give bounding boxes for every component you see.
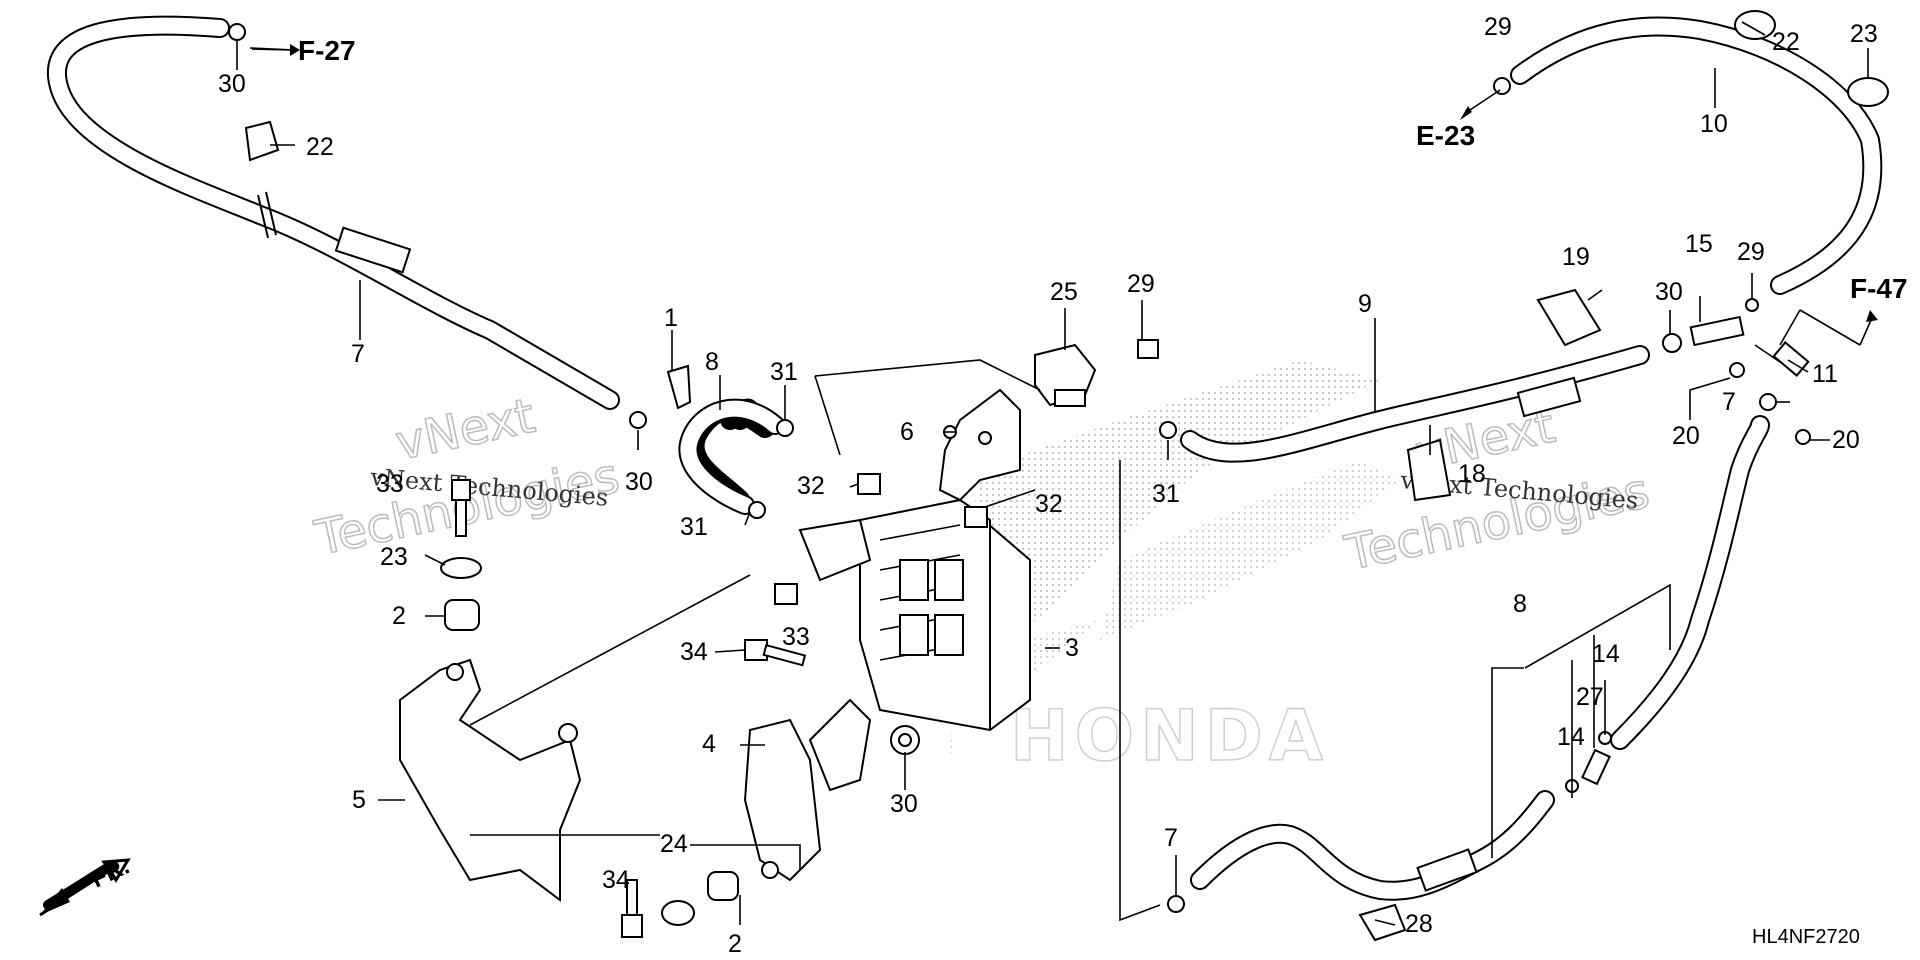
bolt-32-c	[774, 583, 798, 605]
callout-28: 30	[1655, 278, 1683, 306]
callout-11: 9	[1358, 290, 1372, 318]
callout-8: 8	[1513, 590, 1527, 618]
clip-20-b	[1795, 429, 1811, 445]
bolt-25	[1137, 339, 1159, 359]
callout-1: 1	[664, 304, 678, 332]
joint-15	[1689, 315, 1745, 347]
callout-31-right: 31	[1152, 480, 1180, 508]
clip-31-c	[1159, 421, 1177, 439]
callout-4: 4	[702, 730, 716, 758]
joint-13	[1772, 341, 1810, 377]
bolt-34	[744, 639, 807, 667]
callout-12: 10	[1700, 110, 1728, 138]
clamp-22-a	[1734, 10, 1776, 40]
callout-30-top: 30	[218, 70, 246, 98]
callout-24: 28	[1405, 910, 1433, 938]
callout-14-right: 14	[1592, 640, 1620, 668]
reference-labels: F-27 E-23 F-47	[251, 35, 1908, 322]
callout-15: 15	[1685, 230, 1713, 258]
clip-7-a	[1759, 393, 1777, 411]
callout-7-bottom: 7	[1164, 824, 1178, 852]
hose-11	[1180, 345, 1650, 463]
bolt-32-a	[857, 473, 881, 495]
valve-16	[1034, 343, 1097, 407]
callout-13: 11	[1812, 360, 1838, 388]
callout-14-left: 14	[1557, 723, 1585, 751]
washer-17-top	[440, 557, 482, 579]
front-arrow: FR.	[39, 853, 134, 917]
callout-33-top: 33	[376, 470, 404, 498]
watermark-left: vNext Technologies vNext Technologies	[309, 387, 625, 568]
callout-9: 7	[351, 340, 365, 368]
washer-17-bottom	[661, 900, 695, 926]
clip-29	[1493, 77, 1511, 95]
callout-22-left: 22	[1772, 28, 1800, 56]
callout-17-top: 23	[380, 543, 408, 571]
joint-23	[1581, 748, 1611, 786]
callout-26: 30	[890, 790, 918, 818]
callout-34: 34	[680, 638, 708, 666]
callout-17-bottom: 24	[660, 830, 688, 858]
callout-22-right: 23	[1850, 20, 1878, 48]
callout-32-right: 32	[1035, 490, 1063, 518]
clip-21	[244, 120, 280, 162]
callout-16: 25	[1050, 278, 1078, 306]
canister-3	[798, 498, 1031, 732]
callout-25: 29	[1127, 270, 1155, 298]
clip-30-a	[228, 23, 246, 41]
callout-21: 22	[306, 133, 334, 161]
grommet-2-top	[444, 599, 480, 631]
callout-23: 27	[1576, 683, 1604, 711]
clip-20-a	[1729, 362, 1745, 378]
clip-7-b	[1167, 895, 1185, 913]
nut-26	[890, 725, 920, 755]
clip-31-b	[748, 501, 766, 519]
bolt-32-b	[964, 506, 988, 528]
ref-e23: E-23	[1416, 120, 1475, 151]
callouts: 7 1 8 31 30 31 32 32 33 6 25 29 9 10 31 …	[218, 13, 1878, 958]
callout-32-left: 32	[797, 472, 825, 500]
bolt-33-bottom	[621, 879, 643, 938]
callout-20-right: 20	[1832, 426, 1860, 454]
callout-20-left: 20	[1672, 422, 1700, 450]
callout-5: 5	[352, 786, 366, 814]
callout-33-bottom: 34	[602, 866, 630, 894]
grommet-2-bottom	[707, 871, 739, 901]
watermark-line1: vNext	[391, 388, 540, 472]
callout-10: 8	[705, 348, 719, 376]
callout-7-right: 7	[1722, 388, 1736, 416]
callout-27: 29	[1737, 238, 1765, 266]
callout-30-mid: 30	[625, 468, 653, 496]
hose-12	[1510, 16, 1883, 295]
honda-logo-text: HONDA	[1010, 695, 1329, 777]
clip-1	[666, 364, 692, 410]
hose-8	[1190, 415, 1770, 901]
callout-31-left: 31	[680, 513, 708, 541]
bracket-4	[743, 698, 872, 882]
hose-9	[47, 15, 620, 410]
ref-f27: F-27	[298, 35, 356, 66]
callout-18: 18	[1458, 460, 1486, 488]
callout-32-bottom: 33	[782, 623, 810, 651]
leader-lines	[236, 21, 1873, 926]
callout-2-top: 2	[392, 602, 406, 630]
callout-3: 3	[1065, 634, 1079, 662]
clamp-22-b	[1847, 77, 1889, 107]
callout-6: 6	[900, 418, 914, 446]
ring-28	[1662, 333, 1682, 353]
clip-19	[1536, 288, 1602, 347]
callout-31-top: 31	[770, 358, 798, 386]
callout-29: 29	[1484, 13, 1512, 41]
bolt-33-top	[451, 479, 471, 537]
diagram-code: HL4NF2720	[1752, 926, 1860, 948]
hose-10	[678, 398, 785, 515]
ref-f47: F-47	[1850, 273, 1908, 304]
bracket-5	[399, 658, 582, 902]
ring-27	[1745, 298, 1759, 312]
clip-31-a	[776, 419, 794, 437]
clip-30-b	[629, 411, 647, 429]
callout-2-bottom: 2	[728, 930, 742, 958]
callout-19: 19	[1562, 243, 1590, 271]
